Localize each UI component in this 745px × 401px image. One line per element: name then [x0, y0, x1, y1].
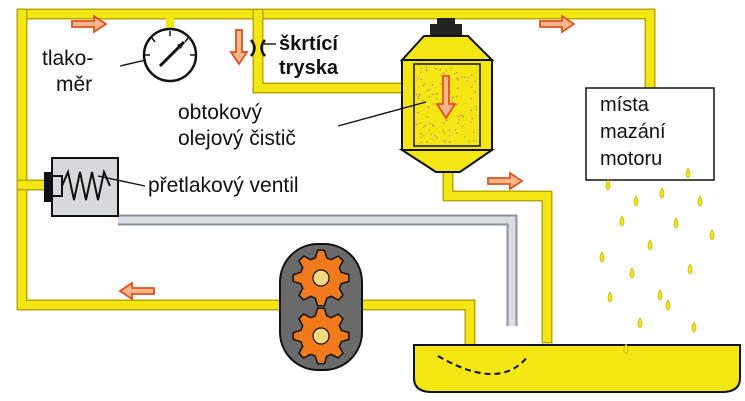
- gauge-label-line2: měr: [56, 73, 93, 96]
- gauge-icon: [142, 27, 198, 83]
- oil-drop-icon: [665, 299, 671, 311]
- relief-valve-icon: [44, 157, 119, 217]
- oil-drop-icon: [659, 187, 665, 199]
- gear-pump-icon: [279, 243, 363, 371]
- oil-drop-icon: [647, 239, 653, 251]
- flow-arrow-icon: [539, 14, 576, 34]
- lubrication-label-line3: motoru: [600, 148, 663, 170]
- restrictor-label-line2: tryska: [279, 57, 338, 79]
- oil-pipes: [16, 8, 656, 358]
- pipe-left: [18, 10, 296, 309]
- filter-element: [415, 66, 478, 144]
- gear-top: [292, 249, 350, 307]
- filter-label-line1: obtokový: [178, 101, 263, 124]
- oil-sump-icon: [413, 344, 741, 393]
- relief-valve-label: přetlakový ventil: [148, 174, 299, 197]
- oil-drop-icon: [637, 317, 643, 329]
- pipe-filter-drain: [444, 166, 551, 342]
- return-pipe: [118, 214, 518, 326]
- oil-filter-icon: [398, 18, 496, 173]
- restrictor-label-line1: škrtící: [279, 33, 338, 55]
- oil-drop-icon: [633, 195, 639, 207]
- oil-drops: [599, 167, 715, 355]
- oil-drop-icon: [623, 343, 629, 355]
- flow-arrow-icon: [71, 14, 108, 34]
- oil-drop-icon: [687, 263, 693, 275]
- pipe-pump-outlet: [348, 301, 474, 356]
- oil-drop-icon: [697, 195, 703, 207]
- gauge-label-line1: tlako-: [42, 47, 94, 70]
- lubrication-label-line2: mazání: [600, 121, 666, 143]
- gear-bottom: [292, 307, 350, 365]
- oil-drop-icon: [691, 321, 697, 333]
- oil-drop-icon: [629, 267, 635, 279]
- flow-arrow-icon: [435, 75, 457, 120]
- flow-arrow-icon: [487, 171, 524, 191]
- leader-lines: [97, 43, 427, 187]
- filter-label-line2: olejový čistič: [178, 127, 296, 150]
- lubrication-box: [585, 87, 715, 181]
- oil-drop-icon: [607, 291, 613, 303]
- oil-drop-icon: [685, 167, 691, 179]
- lubrication-label-line1: místa: [600, 94, 649, 116]
- oil-drop-icon: [599, 251, 605, 263]
- oil-drop-icon: [709, 229, 715, 241]
- flow-arrow-icon: [229, 29, 249, 66]
- oil-drop-icon: [657, 289, 663, 301]
- restrictor-icon: [250, 39, 266, 57]
- oil-drop-icon: [605, 179, 611, 191]
- oil-drop-icon: [619, 215, 625, 227]
- pipe-restrictor: [254, 10, 406, 92]
- pipe-main-loop: [18, 10, 654, 92]
- oil-drop-icon: [673, 217, 679, 229]
- flow-arrow-icon: [118, 281, 155, 301]
